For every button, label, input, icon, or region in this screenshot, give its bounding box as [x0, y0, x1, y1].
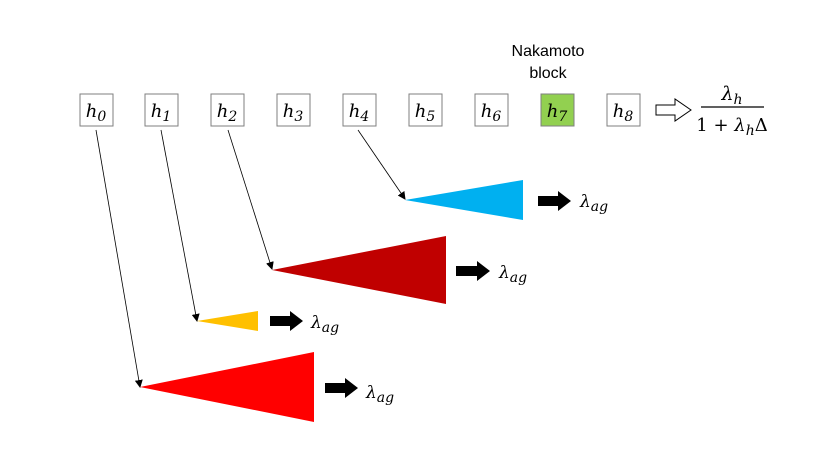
block-h7-nakamoto: h7	[540, 93, 575, 127]
branch-h4: λag	[405, 180, 608, 220]
block-h0: h0	[79, 93, 114, 127]
block-row: h0 h1 h2 h3 h4	[79, 93, 641, 127]
block-h3-sub: 3	[294, 109, 303, 125]
branch-rate-symbol: λ	[579, 192, 591, 212]
formula-num-symbol: λ	[720, 83, 733, 105]
svg-text:λag: λag	[310, 313, 339, 336]
block-h4: h4	[342, 93, 377, 127]
branch-rate-symbol: λ	[310, 313, 322, 333]
svg-text:λag: λag	[365, 383, 394, 406]
block-h1-sub: 1	[162, 109, 171, 125]
block-h2-sub: 2	[227, 109, 237, 125]
formula-num-sub: h	[734, 92, 743, 108]
block-h4-symbol: h	[349, 101, 361, 122]
connector-h1-branch	[160, 129, 200, 322]
block-h7-symbol: h	[547, 101, 559, 122]
branch-triangle-red	[140, 352, 314, 422]
branch-rate-sub: ag	[510, 270, 527, 286]
block-h0-symbol: h	[86, 101, 98, 122]
block-h2: h2	[210, 93, 245, 127]
svg-text:h0: h0	[86, 101, 107, 125]
rate-formula: λh 1 + λhΔ	[696, 83, 767, 139]
svg-text:h8: h8	[613, 101, 634, 125]
branch-h2: λag	[272, 236, 527, 304]
branch-rate-symbol: λ	[365, 383, 377, 403]
block-h2-symbol: h	[217, 101, 229, 122]
nakamoto-label-line2: block	[529, 65, 567, 82]
block-h6-symbol: h	[481, 101, 493, 122]
connector-h2-branch	[227, 129, 274, 270]
block-h1: h1	[144, 93, 179, 127]
rate-arrow-icon	[325, 378, 358, 398]
branch-rate-sub: ag	[377, 390, 394, 406]
rate-arrow-icon	[270, 311, 303, 331]
block-h8-symbol: h	[613, 101, 625, 122]
block-h4-sub: 4	[359, 109, 369, 125]
nakamoto-label-line1: Nakamoto	[512, 43, 585, 60]
block-h0-sub: 0	[97, 109, 106, 125]
formula-den-symbol: λ	[733, 115, 745, 136]
block-h5-symbol: h	[415, 101, 427, 122]
block-h8: h8	[606, 93, 641, 127]
block-h7-sub: 7	[558, 109, 567, 125]
svg-text:h2: h2	[217, 101, 238, 125]
svg-text:h4: h4	[349, 101, 370, 125]
rate-arrow-icon	[456, 261, 490, 281]
formula-den-suffix: Δ	[755, 115, 768, 136]
branch-rate-sub: ag	[591, 199, 608, 215]
block-h5-sub: 5	[426, 109, 435, 125]
block-h5: h5	[408, 93, 443, 127]
svg-text:λag: λag	[579, 192, 608, 215]
branch-rate-sub: ag	[322, 320, 339, 336]
connector-h4-branch	[357, 129, 406, 200]
branch-h1: λag	[197, 311, 339, 336]
formula-den-prefix: 1 +	[696, 115, 734, 136]
hollow-arrow-icon	[655, 98, 692, 122]
svg-text:h5: h5	[415, 101, 436, 125]
svg-text:1 + λhΔ: 1 + λhΔ	[696, 115, 767, 139]
block-h3-symbol: h	[283, 101, 295, 122]
svg-text:h1: h1	[151, 101, 172, 125]
svg-text:λag: λag	[498, 263, 527, 286]
branch-triangle-yellow	[197, 311, 258, 331]
block-h1-symbol: h	[151, 101, 163, 122]
svg-text:h7: h7	[547, 101, 568, 125]
formula-den-sub: h	[746, 123, 755, 139]
svg-text:h3: h3	[283, 101, 304, 125]
svg-text:h6: h6	[481, 101, 502, 125]
svg-text:λh: λh	[720, 83, 742, 108]
block-h3: h3	[276, 93, 311, 127]
branch-triangle-blue	[405, 180, 523, 220]
branch-rate-symbol: λ	[498, 263, 510, 283]
block-h6-sub: 6	[492, 109, 501, 125]
branch-triangle-dark-red	[272, 236, 446, 304]
block-h6: h6	[474, 93, 509, 127]
rate-arrow-icon	[538, 191, 571, 211]
connector-h0-branch	[95, 129, 143, 388]
block-h8-sub: 8	[624, 109, 633, 125]
branch-h0: λag	[140, 352, 394, 422]
